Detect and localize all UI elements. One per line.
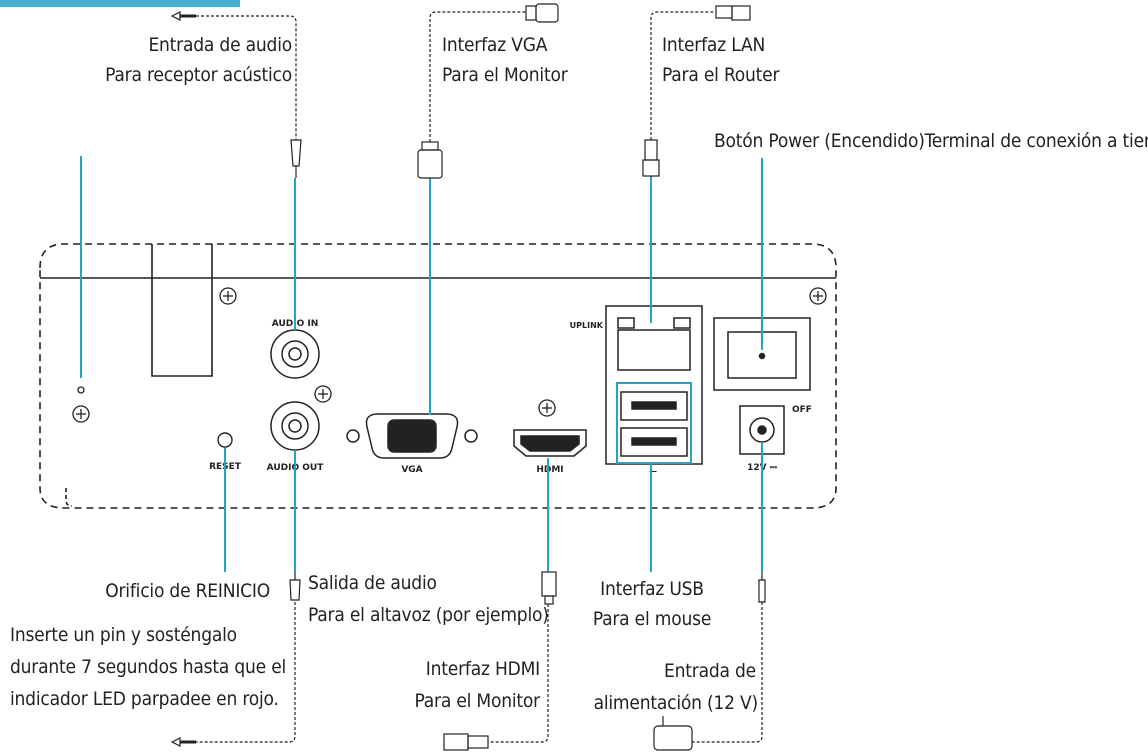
- panel-label-off: OFF: [792, 405, 812, 415]
- vga-port: [346, 413, 478, 459]
- ground-screw-icon: [72, 386, 90, 423]
- callout-usb-subtitle: Para el mouse: [592, 608, 712, 630]
- callout-audio-out-subtitle: Para el altavoz (por ejemplo): [308, 604, 549, 626]
- callout-vga-title: Interfaz VGA: [442, 34, 548, 56]
- lan-usb-block: [605, 305, 703, 465]
- power-cable: [653, 572, 766, 751]
- audio-out-cable: [170, 572, 301, 747]
- callout-power-in-subtitle: alimentación (12 V): [593, 692, 759, 714]
- lan-cable: [642, 5, 751, 177]
- callout-hdmi-title: Interfaz HDMI: [425, 658, 540, 680]
- screw-icon: [538, 399, 556, 417]
- callout-power-in-title: Entrada de: [664, 660, 756, 682]
- audio-in-port: [270, 329, 320, 379]
- usb-icon: ⭠: [649, 466, 657, 477]
- screw-icon: [314, 385, 332, 403]
- panel-label-hdmi: HDMI: [536, 465, 563, 475]
- mount-bracket: [151, 244, 213, 377]
- callout-reset-note-1: Inserte un pin y sosténgalo: [10, 624, 237, 646]
- callout-audio-in-subtitle: Para receptor acústico: [105, 64, 292, 86]
- hdmi-port: [513, 429, 587, 457]
- reset-hole: [217, 432, 233, 448]
- audio-out-port: [270, 401, 320, 451]
- vga-cable: [417, 3, 559, 179]
- callout-usb-title: Interfaz USB: [600, 578, 704, 600]
- hdmi-cable: [443, 571, 557, 751]
- callout-reset-note-3: indicador LED parpadee en rojo.: [10, 688, 279, 710]
- audio-in-cable: [170, 11, 302, 178]
- callout-audio-in-title: Entrada de audio: [148, 34, 292, 56]
- callout-reset-note-2: durante 7 segundos hasta que el: [10, 656, 287, 678]
- header-fragment: [0, 0, 240, 7]
- leader-lines: [80, 156, 763, 572]
- callout-reset-title: Orificio de REINICIO: [105, 580, 270, 602]
- panel-label-vga: VGA: [401, 465, 422, 475]
- callout-lan-subtitle: Para el Router: [662, 64, 780, 86]
- callout-power-title: Botón Power (Encendido)Terminal de conex…: [714, 130, 1148, 152]
- screw-icon: [219, 287, 237, 305]
- callout-vga-subtitle: Para el Monitor: [442, 64, 568, 86]
- panel-label-uplink: UPLINK: [570, 321, 604, 330]
- device-body: [39, 243, 837, 509]
- callout-audio-out-title: Salida de audio: [308, 572, 437, 594]
- callout-lan-title: Interfaz LAN: [662, 34, 766, 56]
- callout-hdmi-subtitle: Para el Monitor: [414, 690, 540, 712]
- screw-icon: [809, 287, 827, 305]
